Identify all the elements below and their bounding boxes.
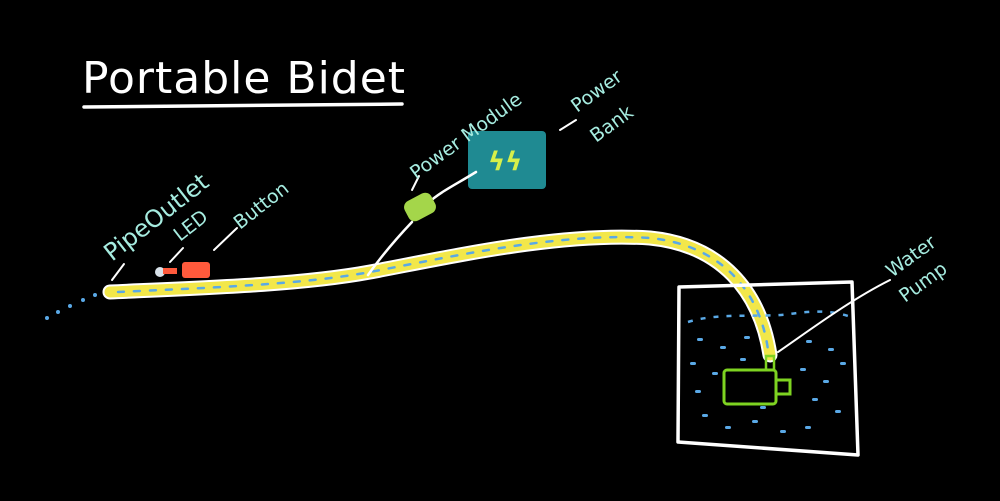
diagram-title: Portable Bidet <box>82 53 406 104</box>
leader-button <box>213 227 238 251</box>
leader-water-pump <box>777 279 891 353</box>
led-component <box>155 267 165 277</box>
power-bank: ϟϟ <box>468 131 546 189</box>
water-pump <box>722 354 792 406</box>
spray-dots <box>45 289 110 320</box>
wire-bank-to-module <box>426 170 478 205</box>
label-power-bank-line2: Bank <box>586 101 638 147</box>
power-module <box>404 192 436 222</box>
leader-power-bank <box>559 119 577 131</box>
lightning-icon: ϟϟ <box>488 147 522 177</box>
leader-lines <box>111 119 891 353</box>
water-surface <box>687 310 849 324</box>
tube-fill <box>104 231 776 361</box>
button-component <box>182 262 210 278</box>
led-mount <box>163 268 177 274</box>
water-tank <box>676 280 860 457</box>
leader-pipe-outlet <box>111 263 125 281</box>
wire-module-to-tube <box>366 220 414 277</box>
leader-led <box>169 247 184 263</box>
label-button: Button <box>230 177 294 234</box>
title-underline <box>82 102 404 109</box>
leader-power-module <box>411 175 420 191</box>
water-particles <box>690 336 846 433</box>
tube-water-flow <box>116 235 770 352</box>
